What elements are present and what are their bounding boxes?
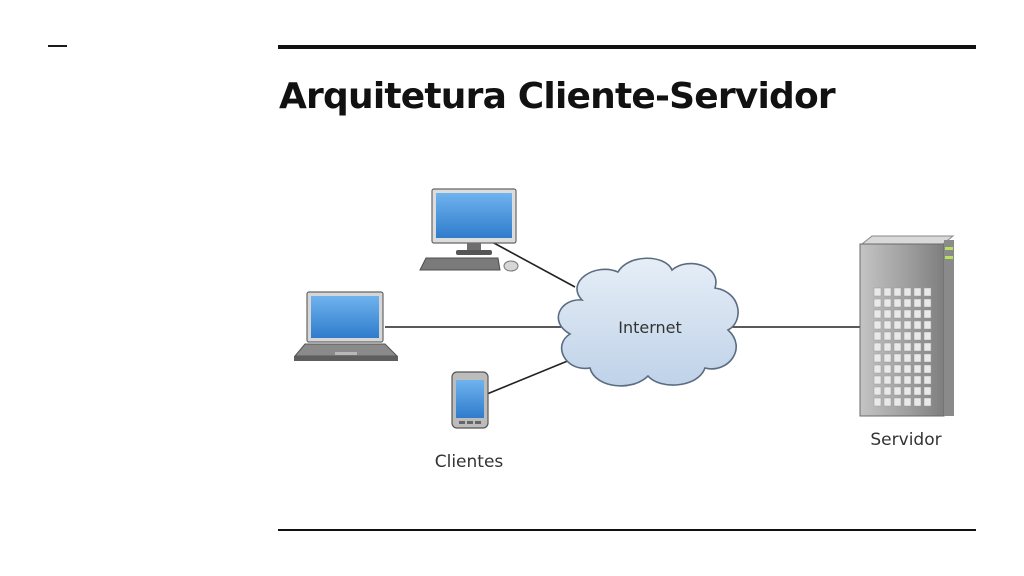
server-grid-cell [913,320,922,330]
connection-lines [385,241,860,395]
server-grid-cell [883,342,892,352]
slide-title: Arquitetura Cliente-Servidor [279,76,836,117]
server-grid-cell [913,309,922,319]
server-grid-cell [873,375,882,385]
top-rule [278,45,976,49]
smartphone-icon [451,371,489,429]
server-grid-cell [883,298,892,308]
server-grid-cell [873,397,882,407]
server-grid-cell [873,287,882,297]
server-grid-cell [893,309,902,319]
server-grid-cell [923,331,932,341]
server-grid-cell [893,287,902,297]
clients-label: Clientes [435,452,504,472]
server-grid-cell [913,342,922,352]
server-grid-cell [923,342,932,352]
server-grid-cell [923,364,932,374]
server-grid-cell [923,287,932,297]
internet-label: Internet [618,318,682,337]
server-grid-cell [883,331,892,341]
server-grid-cell [913,375,922,385]
server-grid-cell [903,320,912,330]
server-grid-cell [873,309,882,319]
server-grid-cell [923,386,932,396]
server-grid-cell [923,397,932,407]
server-grid-cell [913,331,922,341]
desktop-computer-icon [419,188,519,272]
server-grid-cell [893,320,902,330]
corner-dash [48,45,67,47]
server-grid-cell [903,375,912,385]
server-grid-cell [893,342,902,352]
server-grid-cell [893,397,902,407]
server-grid-cell [873,364,882,374]
server-grid-cell [873,298,882,308]
server-grid-cell [893,353,902,363]
server-grid-cell [903,353,912,363]
server-grid-cell [913,287,922,297]
server-grid-cell [883,364,892,374]
server-grid-cell [903,397,912,407]
server-grid-cell [873,320,882,330]
server-grid-cell [883,353,892,363]
server-grid-cell [903,342,912,352]
server-grid-cell [873,353,882,363]
server-label: Servidor [870,430,941,450]
server-grid-cell [873,331,882,341]
server-grid-cell [893,364,902,374]
server-grid-cell [893,331,902,341]
server-grid-cell [903,364,912,374]
server-grid-cell [883,375,892,385]
bottom-rule [278,529,976,531]
server-grid-cell [913,397,922,407]
server-grid-cell [923,320,932,330]
server-grid-cell [903,298,912,308]
server-grid-cell [913,364,922,374]
server-grid-cell [893,298,902,308]
server-grid-cell [923,298,932,308]
server-grid-cell [883,397,892,407]
server-grid-cell [893,375,902,385]
server-grid-cell [883,386,892,396]
link-desktop-internet [491,241,576,288]
server-tower-icon [859,235,955,417]
server-grid-cell [883,309,892,319]
server-grid-cell [923,309,932,319]
server-grid-cell [913,386,922,396]
server-grid-cell [883,287,892,297]
server-grid-cell [923,375,932,385]
link-phone-internet [486,359,571,395]
laptop-icon [293,291,399,361]
server-grid-cell [873,342,882,352]
server-grid-cell [893,386,902,396]
server-grid-cell [903,287,912,297]
cloud-icon [557,257,739,387]
server-grid-cell [903,331,912,341]
server-grid-cell [913,298,922,308]
server-grid-cell [903,386,912,396]
server-grid-cell [873,386,882,396]
server-grid-cell [923,353,932,363]
server-grid-cell [903,309,912,319]
server-grid-cell [913,353,922,363]
server-grid-cell [883,320,892,330]
